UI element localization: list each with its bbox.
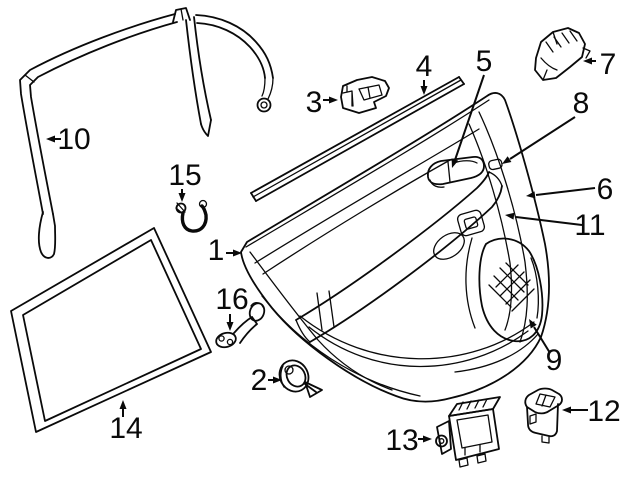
callout-9-arrowhead — [529, 319, 537, 329]
part-window-switch — [524, 387, 563, 444]
callout-2: 2 — [251, 364, 282, 397]
callout-15-arrowhead — [178, 193, 186, 202]
callout-16: 16 — [215, 283, 249, 331]
part-switch-module — [435, 396, 501, 468]
callout-11: 11 — [505, 209, 606, 242]
callout-3: 3 — [306, 86, 338, 119]
part-retainer-clip — [534, 27, 591, 81]
callout-14-arrowhead — [119, 400, 127, 409]
callout-10: 10 — [46, 123, 91, 156]
callout-3-label: 3 — [306, 86, 323, 119]
callout-9: 9 — [529, 319, 562, 377]
part-belt-weatherstrip — [250, 76, 465, 202]
callout-5-label: 5 — [476, 45, 493, 78]
part-pull-handle — [427, 155, 485, 188]
callout-16-arrowhead — [226, 322, 234, 331]
callout-13-arrowhead — [423, 435, 432, 443]
part-grommet — [278, 359, 323, 398]
callout-15-label: 15 — [168, 159, 201, 192]
callout-1-arrowhead — [233, 249, 242, 257]
callout-4-label: 4 — [416, 50, 433, 83]
callout-3-arrowhead — [329, 96, 338, 104]
callout-13-label: 13 — [385, 424, 418, 457]
callout-6-arrowhead — [526, 191, 536, 199]
callout-16-label: 16 — [215, 283, 248, 316]
callout-4: 4 — [416, 50, 433, 95]
part-window-run-channel — [19, 7, 274, 259]
callout-4-arrowhead — [420, 86, 428, 95]
part-door-trim-panel — [240, 92, 550, 403]
callout-10-label: 10 — [57, 123, 90, 156]
part-trim-clip — [488, 158, 503, 171]
callout-8-arrowhead — [502, 156, 512, 164]
callout-2-arrowhead — [273, 376, 282, 384]
part-speaker-grille — [465, 237, 544, 343]
part-wire-clip — [175, 199, 208, 233]
callout-15: 15 — [168, 159, 202, 202]
callout-5-arrowhead — [451, 158, 459, 168]
callout-5: 5 — [451, 45, 493, 168]
part-window-glass-seal — [10, 227, 212, 433]
callout-12: 12 — [562, 395, 621, 428]
callout-7-arrowhead — [583, 57, 592, 65]
callout-14: 14 — [109, 400, 143, 445]
callout-7-label: 7 — [600, 48, 617, 81]
callout-6: 6 — [526, 173, 613, 206]
callout-7: 7 — [583, 48, 616, 81]
callout-1-label: 1 — [208, 234, 225, 267]
callout-6-label: 6 — [597, 173, 614, 206]
callout-14-label: 14 — [109, 412, 142, 445]
callout-8: 8 — [502, 87, 589, 164]
callout-2-label: 2 — [251, 364, 268, 397]
callout-12-arrowhead — [562, 406, 571, 414]
callout-8-label: 8 — [573, 87, 590, 120]
callout-10-arrowhead — [46, 135, 55, 143]
callout-11-arrowhead — [505, 212, 515, 220]
callout-12-label: 12 — [587, 395, 620, 428]
callout-13: 13 — [385, 424, 432, 457]
part-door-check — [215, 302, 266, 349]
callout-1: 1 — [208, 234, 242, 267]
part-moulding-clip — [340, 76, 390, 114]
